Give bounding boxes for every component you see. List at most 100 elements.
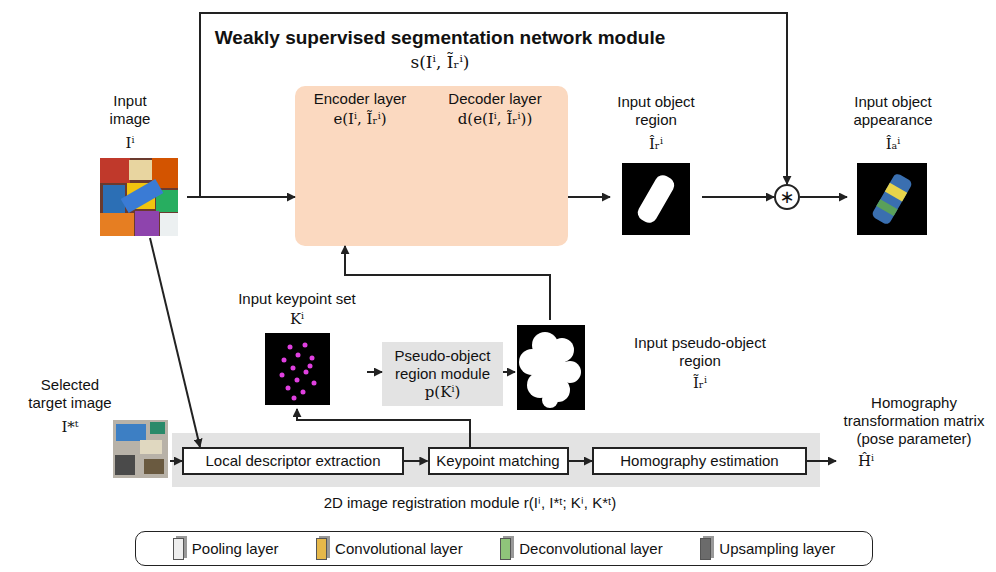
connector-arrow xyxy=(807,460,836,462)
object-mask xyxy=(635,172,677,225)
node-text: ∗ xyxy=(779,188,794,206)
legend-text: Upsampling layer xyxy=(719,540,835,557)
legend-text: Deconvolutional layer xyxy=(519,540,662,557)
node-text: I*ᵗ xyxy=(50,418,90,436)
node-text: Encoder layer xyxy=(300,90,420,108)
node-text: 2D image registration module r(Iⁱ, I*ᵗ; … xyxy=(190,494,750,512)
process-box: Homography estimation xyxy=(592,447,807,475)
input-photo xyxy=(100,158,178,236)
node-text: Keypoint matching xyxy=(436,452,559,470)
input-photo xyxy=(135,211,159,236)
keypoint-map xyxy=(265,333,330,405)
node-text: Iⁱ xyxy=(110,134,150,152)
input-photo xyxy=(100,158,130,183)
connector-arrow xyxy=(503,371,515,373)
target-photo xyxy=(113,420,168,478)
keypoint-node: Input keypoint setKⁱ xyxy=(227,287,367,409)
legend-item: Convolutional layer xyxy=(316,538,463,560)
keypoint-map xyxy=(296,353,301,358)
object-appearance-photo xyxy=(871,172,913,225)
legend-text: Convolutional layer xyxy=(335,540,463,557)
connector-arrow xyxy=(170,460,182,462)
node-text: Input image xyxy=(100,92,160,128)
input-photo xyxy=(100,213,134,236)
process-box: Local descriptor extraction xyxy=(182,447,404,475)
legend-text: Pooling layer xyxy=(192,540,279,557)
module-box: Pseudo-object region modulep(Kⁱ) xyxy=(382,342,503,406)
object-appearance-photo xyxy=(885,183,907,202)
input-photo xyxy=(160,213,178,236)
legend-swatch xyxy=(700,538,711,560)
legend-box: Pooling layer Convolutional layer Deconvol… xyxy=(135,531,873,566)
pseudo-mask xyxy=(542,392,558,408)
pseudo-mask xyxy=(517,325,585,410)
target-photo xyxy=(113,420,168,478)
module-formula: s(Iⁱ, Ĩᵣⁱ) xyxy=(340,52,540,73)
node-text: Input keypoint set xyxy=(227,290,367,308)
legend-item: Upsampling layer xyxy=(700,538,835,560)
keypoint-map xyxy=(301,390,306,395)
mask-node: Input pseudo-object regionĨᵣⁱ xyxy=(515,320,790,412)
network-region: Encoder layere(Iⁱ, Ĩᵣⁱ)Decoder layerd(e(… xyxy=(295,86,568,246)
keypoint-map xyxy=(312,381,317,386)
keypoint-map xyxy=(280,373,285,378)
process-box: Keypoint matching xyxy=(428,447,569,475)
object-mask xyxy=(622,163,690,235)
connector-arrow xyxy=(569,460,593,462)
keypoint-map xyxy=(308,364,313,369)
keypoint-map xyxy=(310,356,315,361)
connector-arrow xyxy=(367,371,382,373)
image-node: Selected target imageI*ᵗ xyxy=(15,372,170,482)
node-text: Decoder layer xyxy=(435,90,555,108)
input-photo xyxy=(129,160,153,180)
connector-arrow xyxy=(297,409,470,447)
node-text: Input pseudo-object region xyxy=(620,334,780,370)
object-appearance-photo xyxy=(857,163,927,235)
object-appearance-photo xyxy=(857,163,927,235)
keypoint-map xyxy=(303,343,308,348)
node-text: Îₐⁱ xyxy=(873,135,913,153)
node-text: Selected target image xyxy=(23,376,118,412)
node-text: Input object appearance xyxy=(847,93,939,129)
connector-arrow xyxy=(568,196,610,198)
connector-arrow xyxy=(345,246,550,320)
node-text: d(e(Iⁱ, Ĩᵣⁱ)) xyxy=(430,110,560,128)
mask-node: Input object regionÎᵣⁱ xyxy=(610,90,702,237)
target-photo xyxy=(116,424,146,441)
module-title: Weakly supervised segmentation network m… xyxy=(200,26,680,49)
image-node: Input object appearanceÎₐⁱ xyxy=(847,90,939,237)
node-text: Kⁱ xyxy=(277,310,317,328)
node-text: Îᵣⁱ xyxy=(636,135,676,153)
target-photo xyxy=(115,455,135,475)
node-text: Homography transformation matrix (pose p… xyxy=(836,394,992,448)
node-text: Homography estimation xyxy=(620,452,778,470)
node-text: Pseudo-object region module xyxy=(388,347,497,383)
target-photo xyxy=(150,422,165,434)
keypoint-map xyxy=(265,333,330,405)
node-text: Ĥⁱ xyxy=(846,452,886,470)
keypoint-map xyxy=(295,378,300,383)
input-photo xyxy=(100,158,178,236)
connector-arrow xyxy=(800,196,847,198)
target-photo xyxy=(144,459,164,474)
image-node: Input imageIⁱ xyxy=(92,88,187,238)
keypoint-map xyxy=(291,366,296,371)
target-photo xyxy=(140,440,162,454)
output-node: Homography transformation matrix (pose p… xyxy=(836,392,992,480)
node-text: Ĩᵣⁱ xyxy=(680,374,720,392)
legend-swatch xyxy=(316,538,327,560)
node-text: Local descriptor extraction xyxy=(205,452,380,470)
legend-item: Pooling layer xyxy=(173,538,279,560)
module-band: 2D image registration module r(Iⁱ, I*ᵗ; … xyxy=(172,433,820,487)
connector-arrow xyxy=(702,196,774,198)
node-text: Input object region xyxy=(610,93,702,129)
connector-arrow xyxy=(404,460,428,462)
keypoint-map xyxy=(286,386,291,391)
connector-arrow xyxy=(187,13,787,197)
keypoint-map xyxy=(292,396,297,401)
legend-swatch xyxy=(500,538,511,560)
connector-arrow xyxy=(150,238,200,447)
operator-circle: ∗ xyxy=(774,184,800,210)
